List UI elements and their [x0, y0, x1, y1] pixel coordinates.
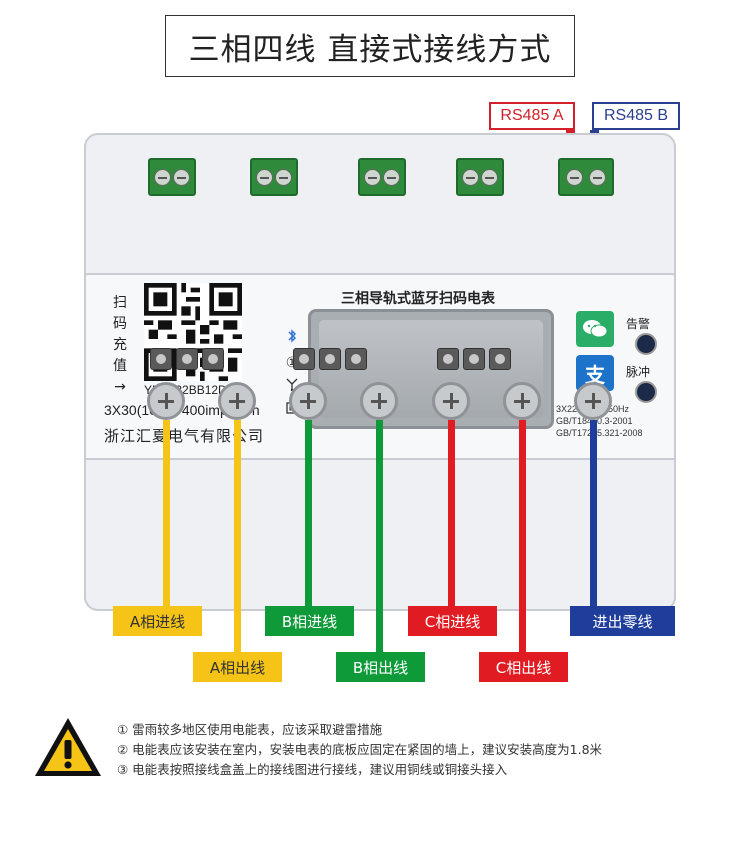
- terminal-block-3: [358, 158, 406, 196]
- screw-icon: [173, 168, 190, 186]
- rs485-a-label: RS485 A: [489, 102, 575, 130]
- terminal-block-4: [456, 158, 504, 196]
- screw-icon: [319, 348, 341, 370]
- bluetooth-icon: [281, 327, 303, 351]
- note-item: ③ 电能表按照接线盒盖上的接线图进行接线，建议用铜线或铜接头接入: [117, 762, 508, 777]
- screw-icon: [566, 168, 583, 186]
- screw-icon: [589, 168, 606, 186]
- screw-icon: [154, 168, 171, 186]
- terminal-screw-c-out: [503, 382, 541, 420]
- note-item: ① 雷雨较多地区使用电能表，应该采取避雷措施: [117, 722, 383, 737]
- screw-icon: [489, 348, 511, 370]
- terminal-screw-b-out: [360, 382, 398, 420]
- label-a-out: A相出线: [193, 652, 282, 682]
- pulse-led-label: 脉冲: [626, 365, 651, 379]
- terminal-screw-a-in: [147, 382, 185, 420]
- meter-model-name: 三相导轨式蓝牙扫码电表: [341, 291, 495, 307]
- screw-icon: [481, 168, 498, 186]
- label-b-in: B相进线: [265, 606, 354, 636]
- screw-icon: [293, 348, 315, 370]
- wire-neutral: [590, 420, 597, 608]
- screw-icon: [364, 168, 381, 186]
- wire-b-in: [305, 420, 312, 608]
- wire-a-in: [163, 420, 170, 608]
- label-c-in: C相进线: [408, 606, 497, 636]
- label-b-out: B相出线: [336, 652, 425, 682]
- pulse-led: [635, 381, 657, 403]
- spec-standard-2: GB/T17215.321-2008: [556, 428, 643, 438]
- small-screw-group-2: [293, 348, 367, 372]
- terminal-screw-a-out: [218, 382, 256, 420]
- screw-icon: [345, 348, 367, 370]
- screw-icon: [463, 348, 485, 370]
- terminal-screw-b-in: [289, 382, 327, 420]
- manufacturer-name: 浙江汇夏电气有限公司: [104, 427, 265, 445]
- wire-c-in: [448, 420, 455, 608]
- screw-icon: [176, 348, 198, 370]
- label-a-in: A相进线: [113, 606, 202, 636]
- terminal-screw-c-in: [432, 382, 470, 420]
- wechat-icon: [576, 311, 614, 347]
- alarm-led-label: 告警: [626, 317, 651, 331]
- install-notes: ① 雷雨较多地区使用电能表，应该采取避雷措施 ② 电能表应该安装在室内，安装电表…: [117, 720, 602, 780]
- wire-c-out: [519, 420, 526, 654]
- terminal-block-1: [148, 158, 196, 196]
- warning-icon: [35, 718, 101, 776]
- rs485-b-label: RS485 B: [592, 102, 680, 130]
- screw-icon: [383, 168, 400, 186]
- scan-recharge-label: 扫 码 充 值 →: [108, 293, 132, 398]
- wire-b-out: [376, 420, 383, 654]
- terminal-screw-neutral: [574, 382, 612, 420]
- page-title: 三相四线 直接式接线方式: [165, 15, 575, 77]
- screw-icon: [437, 348, 459, 370]
- small-screw-group-3: [437, 348, 511, 372]
- meter-top-cover: [84, 133, 676, 278]
- screw-icon: [150, 348, 172, 370]
- screw-icon: [462, 168, 479, 186]
- wire-a-out: [234, 420, 241, 654]
- screw-icon: [256, 168, 273, 186]
- arrow-right-icon: →: [114, 379, 126, 395]
- alarm-led: [635, 333, 657, 355]
- label-neutral: 进出零线: [570, 606, 675, 636]
- screw-icon: [275, 168, 292, 186]
- terminal-block-2: [250, 158, 298, 196]
- small-screw-group-1: [150, 348, 224, 372]
- terminal-block-rs485: [558, 158, 614, 196]
- label-c-out: C相出线: [479, 652, 568, 682]
- screw-icon: [202, 348, 224, 370]
- note-item: ② 电能表应该安装在室内，安装电表的底板应固定在紧固的墙上，建议安装高度为1.8…: [117, 742, 603, 757]
